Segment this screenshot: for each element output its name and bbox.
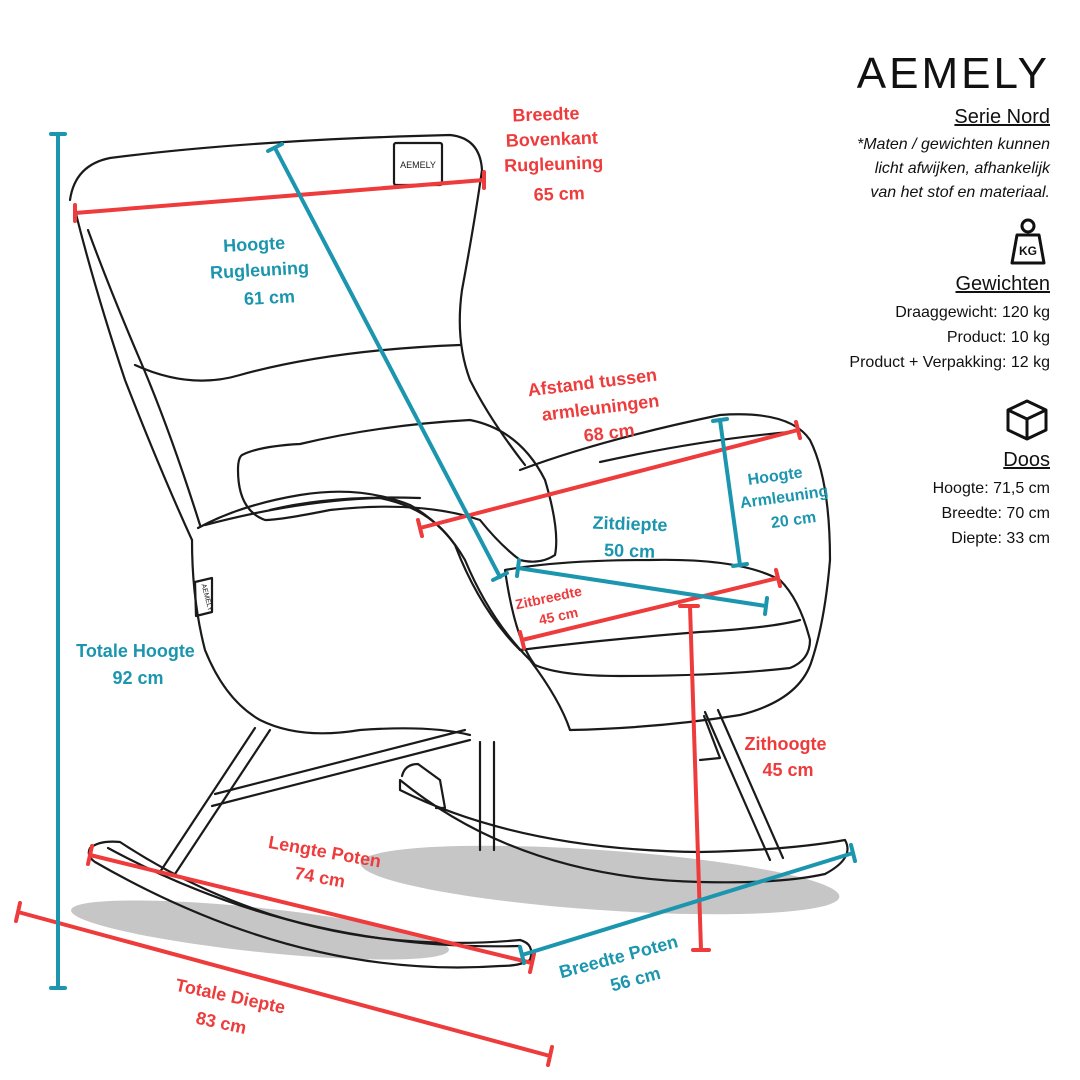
box-row: Breedte: 70 cm — [941, 505, 1051, 522]
dim-leg-length-line — [86, 844, 536, 974]
weights-title: Gewichten — [955, 273, 1051, 295]
svg-text:Breedte Poten 56 cm: Breedte Poten 56 cm — [557, 930, 692, 1007]
label-leg-length: Lengte Poten — [267, 832, 383, 871]
svg-text:Totale Hoogte 92 cm: Totale Hoogte 92 cm — [76, 641, 200, 688]
note-line: van het stof en materiaal. — [870, 184, 1050, 201]
value-armrest-height: 20 cm — [770, 509, 817, 532]
box-row: Diepte: 33 cm — [951, 530, 1050, 547]
label-backrest-height: Hoogte — [223, 233, 286, 256]
value-seat-height: 45 cm — [762, 760, 813, 780]
dim-seat-height-line — [678, 604, 711, 952]
label-backrest-height-2: Rugleuning — [210, 258, 310, 283]
label-total-height: Totale Hoogte — [76, 641, 195, 661]
dim-total-depth-line — [14, 901, 554, 1067]
weight-row: Product: 10 kg — [946, 329, 1050, 346]
svg-text:Afstand tussen armleunin: Afstand tussen armleuningen 68 cm — [527, 364, 670, 452]
note-line: *Maten / gewichten kunnen — [856, 136, 1050, 153]
value-leg-length: 74 cm — [293, 863, 347, 892]
box-title: Doos — [1003, 449, 1050, 471]
value-total-height: 92 cm — [112, 668, 163, 688]
box-icon — [1006, 399, 1048, 441]
dim-seat-width-line — [518, 568, 782, 650]
weights-list: Draaggewicht: 120 kg Product: 10 kg Prod… — [750, 300, 1050, 375]
dim-armrest-distance-line — [416, 420, 802, 538]
weight-row: Draaggewicht: 120 kg — [895, 304, 1050, 321]
note-line: licht afwijken, afhankelijk — [874, 160, 1050, 177]
dim-backrest-top-width-line — [73, 170, 486, 223]
chair-drawing — [68, 133, 849, 969]
weight-icon-text: KG — [1019, 244, 1037, 258]
value-total-depth: 83 cm — [194, 1008, 248, 1038]
svg-text:Zithoogte 45 cm: Zithoogte 45 cm — [745, 734, 832, 780]
dim-armrest-height-line — [711, 417, 749, 568]
box-list: Hoogte: 71,5 cm Breedte: 70 cm Diepte: 3… — [750, 476, 1050, 551]
label-seat-height: Zithoogte — [745, 734, 827, 754]
svg-text:Lengte Poten 74 cm: Lengte Poten 74 cm — [262, 832, 387, 898]
dim-seat-depth-line — [515, 558, 769, 616]
label-backrest-top-width-3: Rugleuning — [504, 152, 604, 175]
info-panel: AEMELY Serie Nord *Maten / gewichten kun… — [750, 50, 1050, 551]
back-tag-text: AEMELY — [400, 160, 436, 170]
svg-text:Zitdiepte 50 cm: Zitdiepte 50 cm — [591, 513, 673, 563]
value-seat-width: 45 cm — [537, 604, 579, 628]
floor-shadows — [71, 845, 840, 960]
value-armrest-distance: 68 cm — [583, 420, 636, 446]
dim-leg-width-line — [518, 843, 857, 965]
series-name: Serie Nord — [954, 106, 1050, 128]
value-backrest-height: 61 cm — [243, 286, 295, 309]
label-backrest-top-width: Breedte — [512, 103, 580, 125]
label-seat-depth: Zitdiepte — [592, 513, 668, 536]
value-leg-width: 56 cm — [608, 963, 662, 996]
brand-logo: AEMELY — [856, 49, 1050, 98]
label-backrest-top-width-2: Bovenkant — [505, 128, 598, 151]
value-seat-depth: 50 cm — [604, 540, 656, 562]
svg-text:Breedte Bovenkant: Breedte Bovenkant Rugleuning 65 cm — [502, 102, 609, 206]
weight-row: Product + Verpakking: 12 kg — [849, 354, 1050, 371]
box-row: Hoogte: 71,5 cm — [932, 480, 1050, 497]
svg-text:Totale Diepte 83 cm: Totale Diepte 83 cm — [168, 975, 292, 1046]
value-backrest-top-width: 65 cm — [533, 183, 585, 205]
dim-backrest-height-line — [266, 142, 509, 582]
weight-kg-icon: KG — [1010, 218, 1046, 265]
svg-text:Hoogte Rugleuning: Hoogte Rugleuning 61 cm — [208, 231, 316, 310]
disclaimer-note: *Maten / gewichten kunnen licht afwijken… — [750, 133, 1050, 205]
dim-total-height-line — [49, 132, 67, 990]
dimension-lines — [14, 132, 857, 1067]
